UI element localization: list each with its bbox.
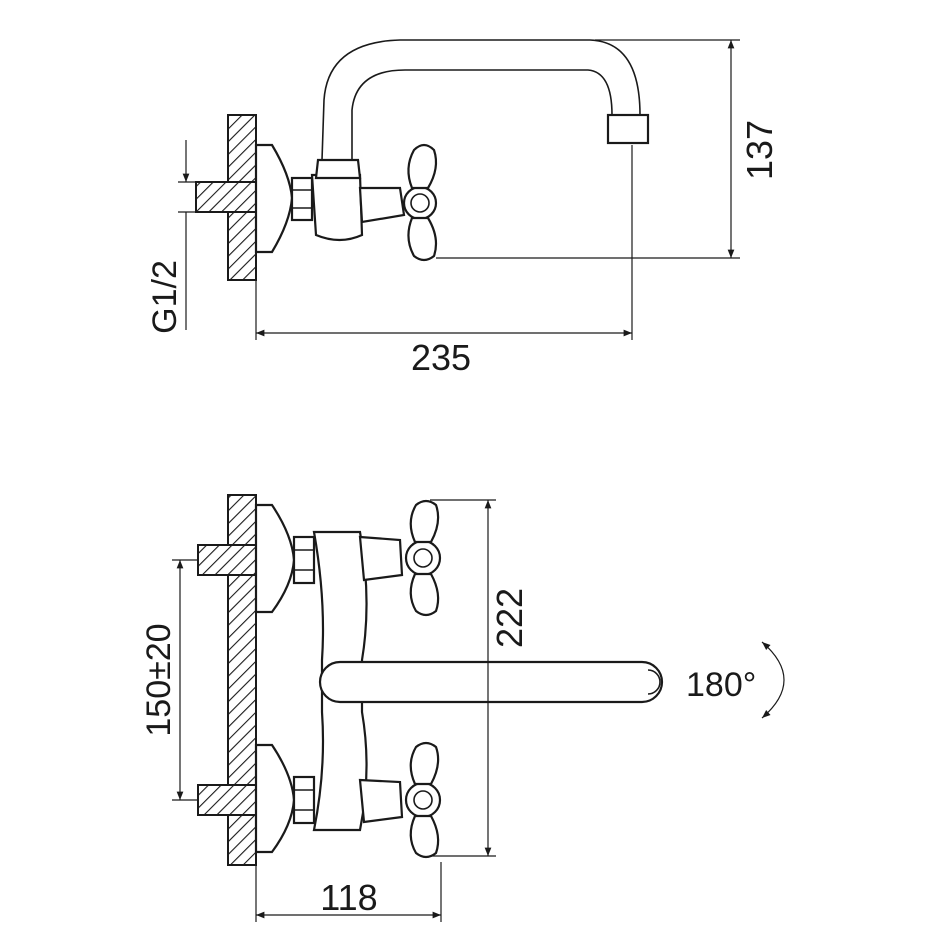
- valve-body-top: [310, 173, 364, 242]
- cross-handle-lower-a: [409, 741, 440, 786]
- aerator: [606, 113, 650, 145]
- wall-flange-upper: [254, 503, 296, 614]
- dim-depth: 118: [320, 877, 377, 918]
- cross-handle-top: [407, 143, 438, 190]
- front-view: 222 150±20 118 180°: [140, 494, 785, 922]
- cross-handle-upper-a: [409, 499, 440, 544]
- valve-head-top: [358, 186, 406, 224]
- spout-collar: [314, 158, 362, 180]
- wall-flange-top: [254, 143, 294, 254]
- nut-top: [290, 176, 314, 222]
- cross-handle-lower-b: [409, 814, 440, 859]
- spout-front: [318, 660, 664, 704]
- dim-total-height: 222: [489, 588, 530, 648]
- spout-tube: [321, 39, 641, 161]
- cross-handle-upper-b: [409, 572, 440, 617]
- dim-length-spout: 235: [411, 337, 471, 378]
- side-view: 137 235 G1/2: [146, 39, 780, 378]
- dim-height-spout: 137: [739, 120, 780, 180]
- valve-head-lower: [358, 778, 404, 824]
- rotation-label: 180°: [686, 666, 756, 704]
- wall-flange-lower: [254, 743, 296, 854]
- inlet-pipe-top: [195, 181, 257, 213]
- valve-head-upper: [358, 535, 404, 582]
- rotation-arrow-icon: [761, 641, 785, 719]
- inlet-pipe-upper: [197, 544, 257, 576]
- inlet-pipe-lower: [197, 784, 257, 816]
- dim-thread: G1/2: [146, 260, 184, 334]
- dim-center-distance: 150±20: [140, 623, 178, 736]
